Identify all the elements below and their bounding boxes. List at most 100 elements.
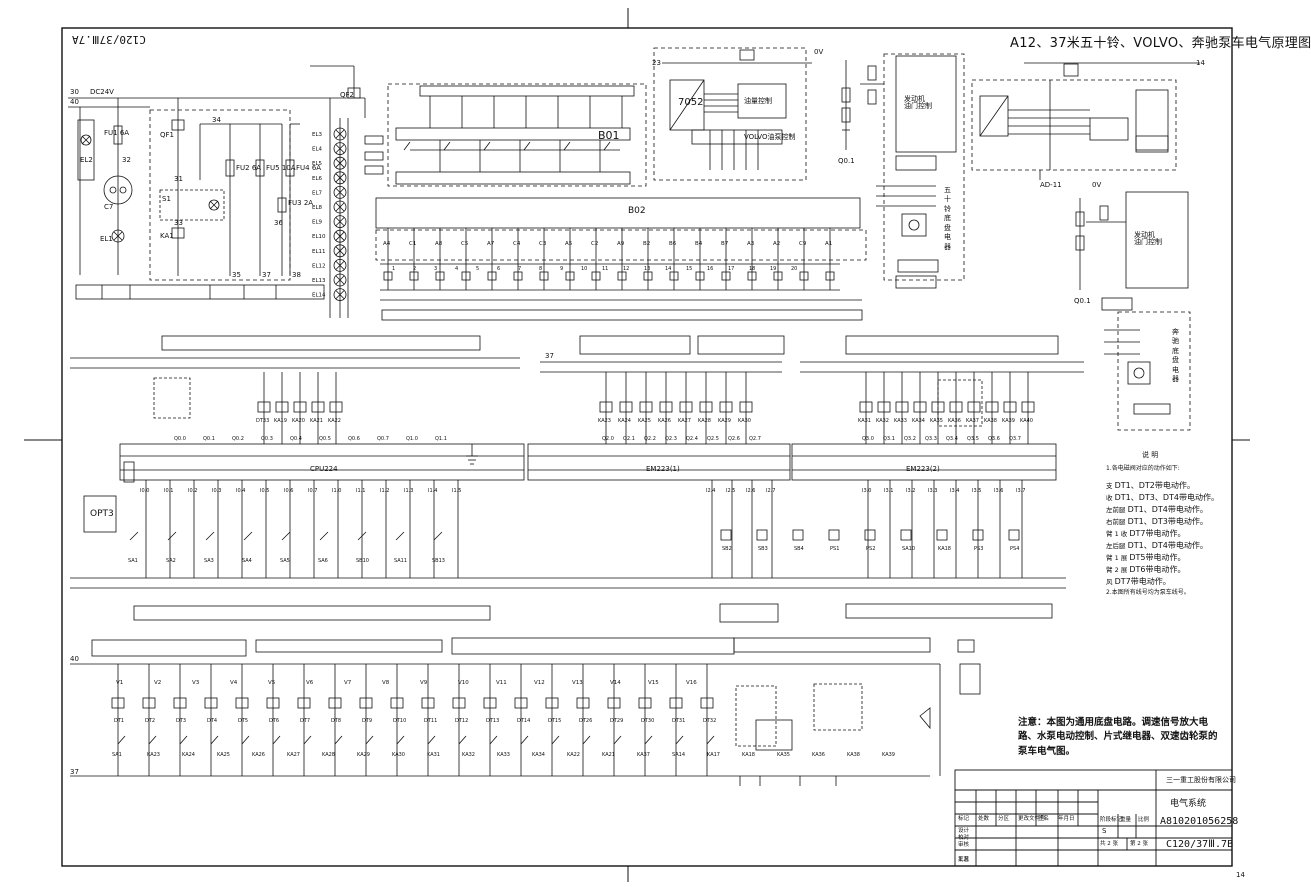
solenoid-coil: DT12 [452,664,468,776]
b02-terminal: A2 [773,228,783,290]
relay-coil: KA20 [292,372,307,444]
solenoid-coil: DT7 [297,664,312,776]
solenoid-coil: DT6 [266,664,281,776]
b02-module [375,197,867,321]
b02-wire-number: 4 [455,266,458,272]
em-a-output-label: Q2.6 [728,436,740,442]
em-a-input-label: I2.5 [726,488,735,494]
relay-coil-label: KA32 [876,418,889,424]
cpu-input: I0.1 [164,480,173,578]
title-block-label: 审核 [958,842,970,848]
coil-label: DT9 [362,718,372,724]
title-block-label: 年月日 [1058,816,1075,822]
b02-terminal-label: B6 [669,241,677,247]
coil-label: DT1 [114,718,124,724]
relay-coil: KA25 [638,372,653,444]
contact-label: KA39 [882,752,895,758]
cpu-input-label: I0.2 [188,488,197,494]
coil-label: DT15 [548,718,561,724]
b02-terminal: C4 [513,228,523,290]
relay-coil-label: DT33 [256,418,269,424]
cpu-input: I0.4 [236,480,245,578]
lamp-el11: EL11 [312,244,347,258]
drawing-title: A12、37米五十铃、VOLVO、奔驰泵车电气原理图 [1010,36,1311,51]
wire-31: 31 [174,175,183,183]
b02-terminal: A1 [825,228,835,290]
cpu-input: I0.3 [212,480,221,578]
solenoid-coil: DT10 [390,664,406,776]
coil-label: DT30 [641,718,654,724]
switch-label: SA2 [166,558,176,564]
q001-top: Q0.1 [838,157,855,165]
em-b-input-label: I3.2 [906,488,915,494]
b02-label: B02 [628,206,646,216]
lamp-label: EL4 [312,147,323,153]
b02-wire-number: 11 [602,266,608,272]
chassis-label-b: 奔 驰 底 盘 电 器 [1172,328,1179,384]
switch-label: SA10 [902,546,915,552]
contact-label: KA38 [847,752,860,758]
title-block-label: 更改文件号 [1018,816,1046,822]
company-name: 三一重工股份有限公司 [1166,776,1236,784]
lamp-label: EL10 [312,234,326,240]
contact-label: KA32 [462,752,475,758]
valve-label: V7 [344,680,352,686]
contact-label: SA1 [112,752,122,758]
valve-label: V15 [648,680,659,686]
contact-label: KA23 [147,752,160,758]
lamp-label: EL13 [312,278,326,284]
cpu-output-label: Q1.1 [435,436,447,442]
switch-label: SB2 [722,546,732,552]
relay-coil-label: KA22 [328,418,341,424]
scale-label: 比例 [1138,817,1150,823]
lamp-label: EL14 [312,293,326,299]
em-b-input-label: I3.6 [994,488,1003,494]
legend-item1: 1.各电磁阀对应的动作如下: [1106,465,1180,472]
coil-label: DT12 [455,718,468,724]
legend-row-key: 支 [1106,482,1115,490]
relay-coil: KA29 [718,372,733,444]
b02-wire-number: 12 [623,266,629,272]
legend-row-key: 臂 1 收 [1106,530,1130,538]
em-b-output-label: Q3.7 [1009,436,1021,442]
switch: SB4 [792,529,804,552]
qf1-label: QF1 [160,131,174,139]
legend-row-value: DT6带电动作。 [1129,565,1186,574]
em-a-input-label: I2.6 [746,488,755,494]
relay-coil-label: KA19 [274,418,287,424]
em-a-output-label: Q2.4 [686,436,698,442]
coil-label: DT3 [176,718,186,724]
solenoid-coil: DT15 [545,664,561,776]
title-block-label: 设计 [958,828,970,834]
net-37-em: 37 [545,352,554,360]
relay-coil-label: KA33 [894,418,907,424]
benz-ecu-block [971,62,1200,180]
cpu-label: CPU224 [310,465,338,473]
contact-label: KA37 [637,752,650,758]
lamp-el14: EL14 [312,288,347,302]
b02-terminal: A7 [487,228,497,290]
relay-coil: KA38 [984,372,999,444]
cpu-output-label: Q0.1 [203,436,215,442]
em-b-output-label: Q3.5 [967,436,979,442]
em-a-input-label: I2.4 [706,488,715,494]
relay-coil-label: KA20 [292,418,305,424]
switch: PS1 [828,529,840,552]
engine-ctrl-top: 发动机 油门控制 [904,95,932,110]
lamp-label: EL6 [312,176,323,182]
solenoid-coil: DT30 [638,664,654,776]
cpu-input-label: I0.3 [212,488,221,494]
switch-label: SA4 [242,558,252,564]
engine-throttle-top [841,53,965,289]
sheet-total: 共 2 张 [1100,841,1118,847]
switch-label: PS1 [830,546,839,552]
net-30-label: 30 [70,88,79,96]
cpu-input: I1.1 [356,480,365,578]
lamp-el9: EL9 [312,215,347,229]
valve-label: V13 [572,680,583,686]
valve-label: V6 [306,680,314,686]
fu2-label: FU2 6A [236,164,262,172]
legend-row-key: 收 [1106,494,1115,502]
